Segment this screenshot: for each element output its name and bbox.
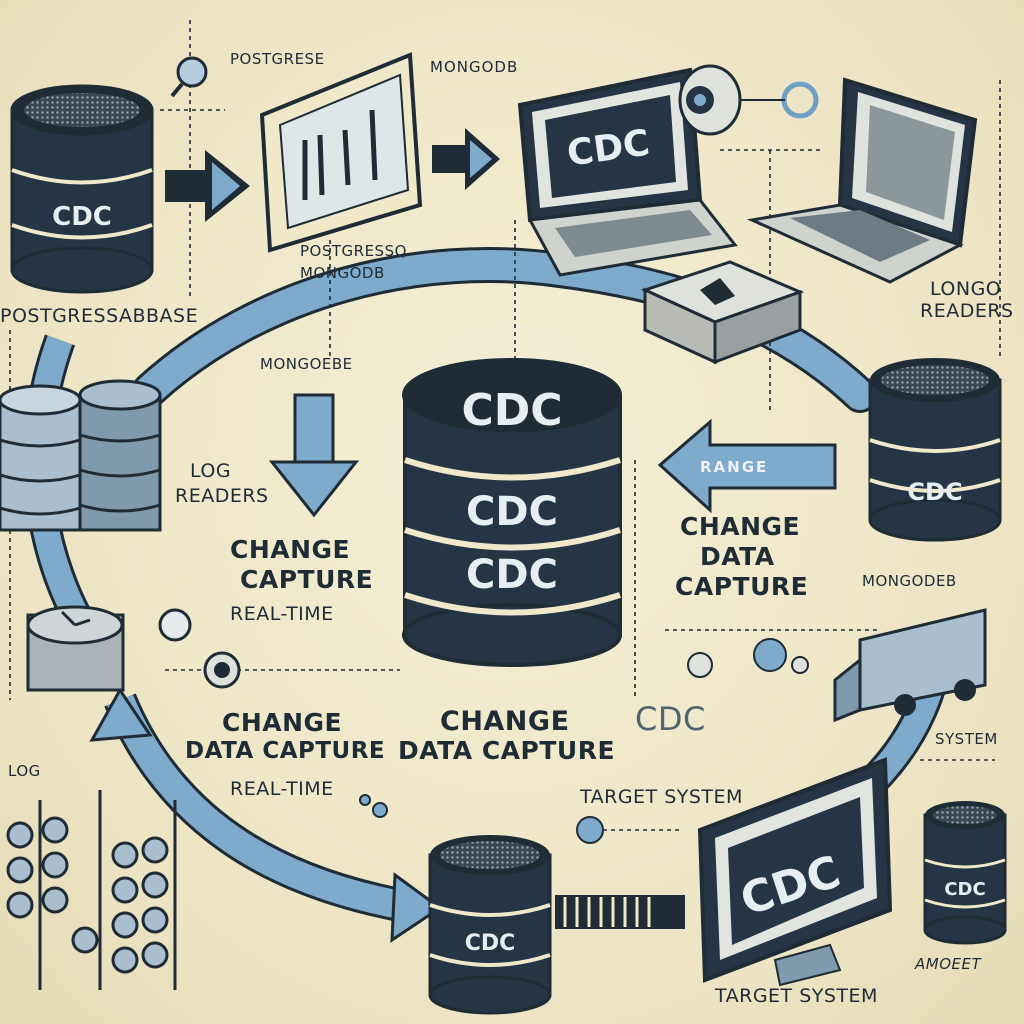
monitor-top-center bbox=[259, 52, 423, 253]
label-change-capture-2: CAPTURE bbox=[240, 565, 374, 594]
label-change-left-1: CHANGE bbox=[222, 708, 343, 737]
striped-arrow-bottom bbox=[555, 895, 685, 929]
database-bottom-right: CDC bbox=[923, 801, 1007, 945]
database-top-left: CDC bbox=[10, 84, 154, 294]
svg-text:CDC: CDC bbox=[461, 385, 562, 436]
svg-text:CDC: CDC bbox=[465, 931, 516, 956]
node-icons-center-right bbox=[359, 638, 809, 844]
label-postgrese: POSTGRESE bbox=[230, 50, 325, 68]
label-real-time-low: REAL-TIME bbox=[230, 778, 334, 800]
svg-text:CDC: CDC bbox=[944, 879, 985, 900]
magnifier-icon bbox=[170, 56, 208, 98]
label-change-center-2: DATA CAPTURE bbox=[398, 736, 616, 765]
clock-device bbox=[26, 605, 125, 692]
svg-text:CDC: CDC bbox=[466, 489, 558, 535]
label-change-capture-1: CHANGE bbox=[230, 535, 351, 564]
label-target-system-bottom: TARGET SYSTEM bbox=[715, 985, 878, 1007]
label-postgressq: POSTGRESSQ bbox=[300, 242, 407, 260]
arrow-down bbox=[268, 393, 360, 518]
truck bbox=[833, 608, 987, 723]
database-bottom-center: CDC bbox=[428, 835, 552, 1015]
laptop-top-right bbox=[746, 77, 978, 284]
svg-text:CDC: CDC bbox=[52, 202, 112, 232]
label-amoeet: AMOEET bbox=[915, 955, 982, 973]
label-mongodb-small: MONGODB bbox=[300, 264, 385, 282]
database-center: CDC CDC CDC bbox=[402, 358, 622, 667]
svg-text:CDC: CDC bbox=[466, 552, 558, 598]
label-mongodeb: MONGODEB bbox=[862, 572, 957, 590]
label-cdc-right-3: CAPTURE bbox=[675, 572, 809, 601]
database-right: CDC bbox=[868, 358, 1002, 542]
arrow-right-2 bbox=[432, 128, 500, 190]
label-change-center-1: CHANGE bbox=[440, 706, 570, 737]
log-rack bbox=[6, 790, 177, 990]
label-log-left: LOG bbox=[8, 762, 41, 780]
label-longo: LONGO bbox=[930, 278, 1002, 300]
label-change-left-2: DATA CAPTURE bbox=[185, 738, 386, 764]
label-readers-left: READERS bbox=[175, 485, 269, 507]
svg-text:CDC: CDC bbox=[907, 478, 962, 506]
arrowhead-upleft bbox=[89, 687, 153, 742]
monitor-bottom-target: CDC bbox=[697, 757, 893, 987]
label-cdc-right-2: DATA bbox=[700, 542, 775, 571]
label-system-right: SYSTEM bbox=[935, 730, 998, 748]
arrow-left-range bbox=[657, 418, 837, 514]
pointer-icon bbox=[158, 608, 241, 689]
laptop-cdc-top: CDC bbox=[517, 67, 738, 277]
database-stack-left bbox=[0, 379, 162, 532]
server-box bbox=[640, 260, 805, 365]
label-target-system-mid: TARGET SYSTEM bbox=[580, 786, 743, 808]
arrow-right-1 bbox=[165, 150, 250, 222]
label-cdc-right-1: CHANGE bbox=[680, 512, 801, 541]
camera-icon bbox=[678, 64, 819, 136]
label-log: LOG bbox=[190, 460, 232, 482]
label-mongoebe: MONGOEBE bbox=[260, 355, 353, 373]
label-readers-right: READERS bbox=[920, 300, 1014, 322]
label-postgressabbase: POSTGRESSABBASE bbox=[0, 305, 199, 327]
arrowhead-bottom bbox=[390, 872, 443, 943]
label-range: RANGE bbox=[700, 458, 769, 476]
label-mongodb-top: MONGODB bbox=[430, 58, 519, 76]
label-real-time-mid: REAL-TIME bbox=[230, 603, 334, 625]
label-cdc-float: CDC bbox=[635, 700, 706, 738]
